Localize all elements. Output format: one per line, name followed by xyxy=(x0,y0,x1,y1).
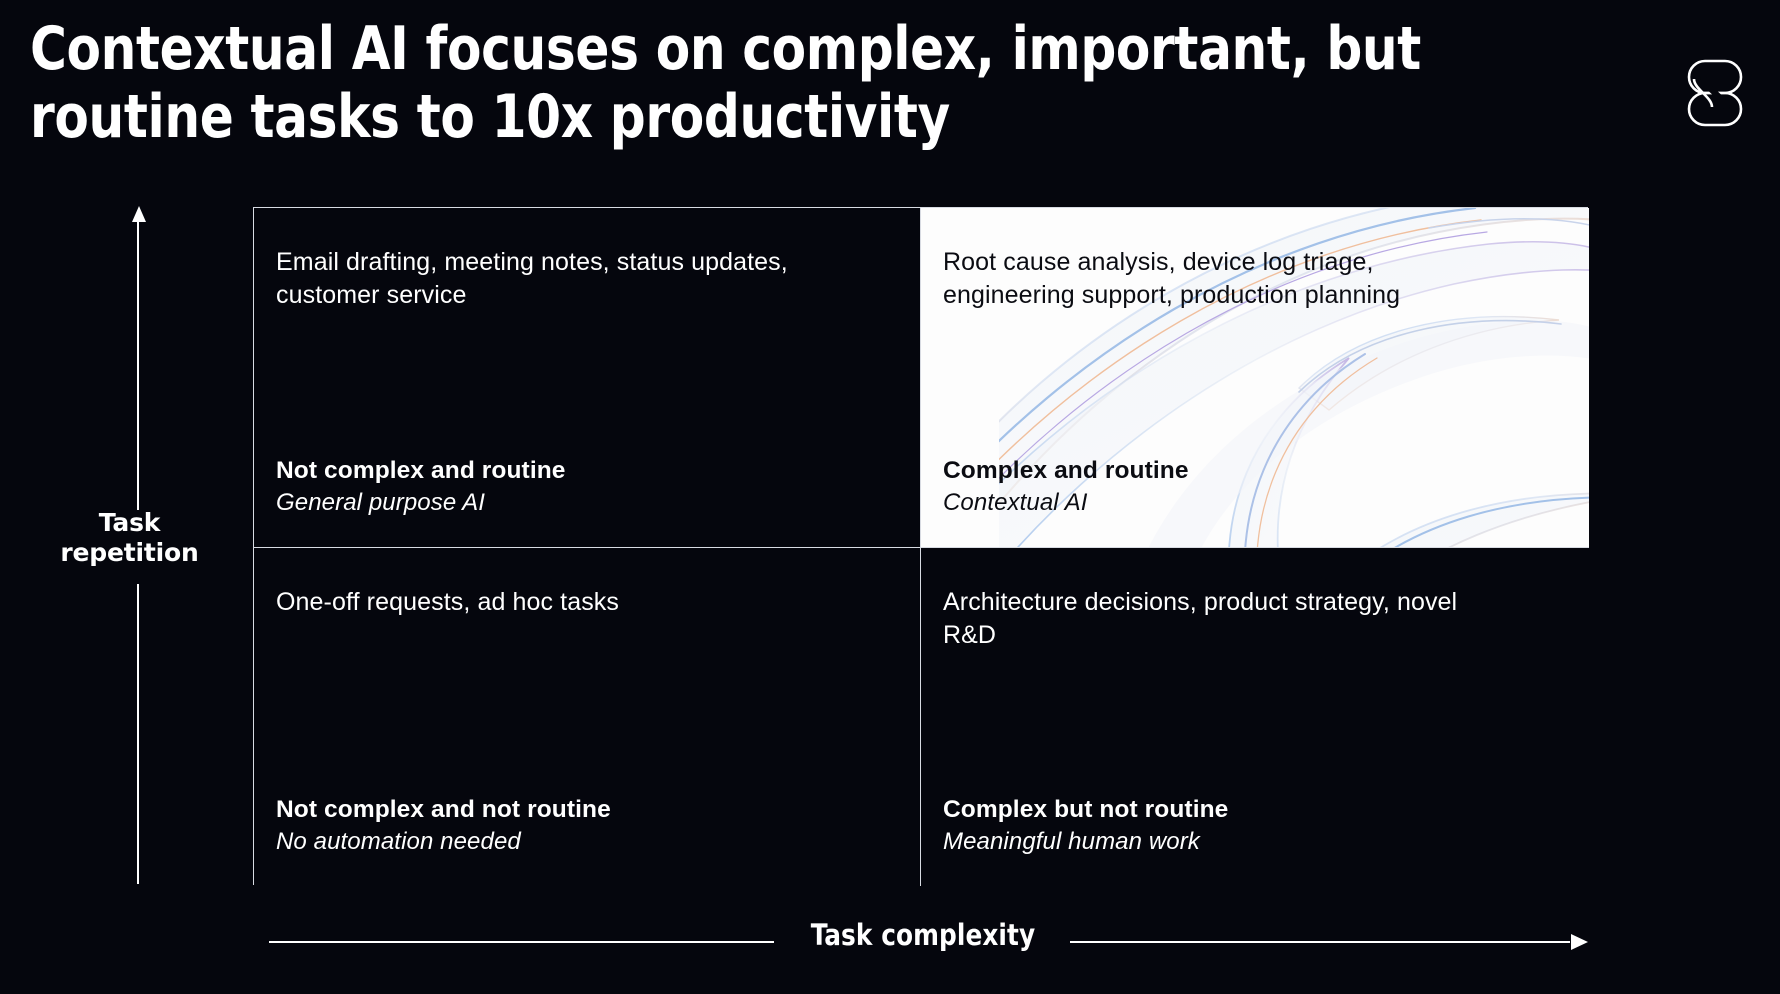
quadrant-matrix: Email drafting, meeting notes, status up… xyxy=(253,207,1589,886)
quadrant-footer: Not complex and not routine No automatio… xyxy=(276,794,611,858)
quadrant-bottom-left[interactable]: One-off requests, ad hoc tasks Not compl… xyxy=(254,548,921,886)
x-axis-line-left xyxy=(269,941,774,943)
quadrant-subtitle: Meaningful human work xyxy=(943,828,1200,856)
quadrant-title: Complex but not routine xyxy=(943,796,1229,824)
quadrant-subtitle: General purpose AI xyxy=(276,489,486,517)
arrow-right-icon xyxy=(1571,934,1588,950)
quadrant-examples: Root cause analysis, device log triage, … xyxy=(943,248,1401,310)
x-axis-label: Task complexity xyxy=(810,918,1036,952)
quadrant-examples: Email drafting, meeting notes, status up… xyxy=(276,248,788,310)
arrow-up-icon xyxy=(131,206,146,222)
quadrant-title: Complex and routine xyxy=(943,457,1189,485)
quadrant-subtitle: No automation needed xyxy=(276,828,521,856)
y-axis: Task repetition xyxy=(60,200,199,885)
quadrant-top-right[interactable]: Root cause analysis, device log triage, … xyxy=(921,208,1589,548)
quadrant-title: Not complex and routine xyxy=(276,457,566,485)
y-axis-line-upper xyxy=(137,222,139,510)
company-logo-icon xyxy=(1687,59,1743,127)
quadrant-subtitle: Contextual AI xyxy=(943,489,1088,517)
quadrant-footer: Not complex and routine General purpose … xyxy=(276,455,566,519)
quadrant-footer: Complex and routine Contextual AI xyxy=(943,455,1189,519)
quadrant-title: Not complex and not routine xyxy=(276,796,611,824)
quadrant-examples: One-off requests, ad hoc tasks xyxy=(276,588,620,616)
y-axis-label: Task repetition xyxy=(60,508,199,567)
quadrant-footer: Complex but not routine Meaningful human… xyxy=(943,794,1228,858)
y-axis-line-lower xyxy=(137,584,139,884)
quadrant-bottom-right[interactable]: Architecture decisions, product strategy… xyxy=(921,548,1589,886)
x-axis: Task complexity xyxy=(253,918,1588,964)
quadrant-examples: Architecture decisions, product strategy… xyxy=(943,588,1458,650)
quadrant-top-left[interactable]: Email drafting, meeting notes, status up… xyxy=(254,208,921,548)
page-title: Contextual AI focuses on complex, import… xyxy=(30,14,1421,152)
x-axis-line-right xyxy=(1070,941,1570,943)
company-logo xyxy=(1682,57,1748,129)
